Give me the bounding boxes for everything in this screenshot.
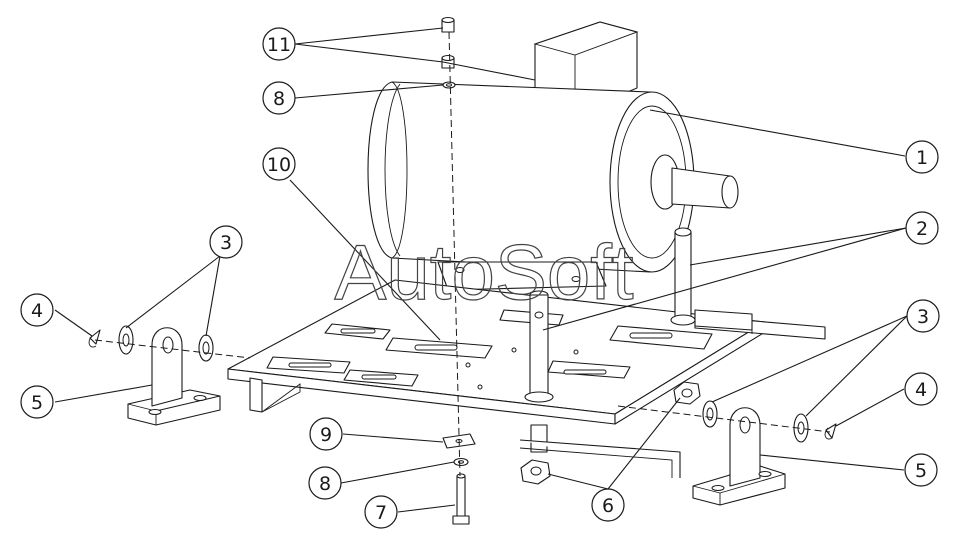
washer-left-inner (198, 334, 214, 362)
callout-5-left-label: 5 (31, 392, 43, 414)
callout-11: 11 (262, 27, 296, 61)
callout-1: 1 (905, 140, 939, 174)
callout-3-left: 3 (209, 225, 243, 259)
callout-1-label: 1 (916, 147, 928, 169)
cotter-pin-left (88, 329, 101, 348)
callout-11-label: 11 (267, 34, 291, 56)
base-plate (227, 279, 766, 425)
callout-5-right: 5 (904, 453, 938, 487)
callout-4-left: 4 (20, 293, 54, 327)
callout-4-right-label: 4 (915, 379, 927, 401)
callout-8-top: 8 (262, 81, 296, 115)
callout-8-bottom-label: 8 (319, 473, 331, 495)
centerline-right-pin (617, 405, 831, 433)
callout-3-right-label: 3 (917, 306, 929, 328)
callout-5-left: 5 (20, 385, 54, 419)
pivot-rod-right (670, 227, 696, 326)
callout-10-label: 10 (267, 154, 291, 176)
callout-8-bottom: 8 (308, 466, 342, 500)
bent-rod (519, 439, 681, 478)
leader-lines (54, 27, 908, 513)
callout-4-left-label: 4 (31, 300, 43, 322)
bottom-bolt (452, 473, 470, 525)
motor-shaft (671, 167, 731, 209)
centerline-vertical (448, 31, 461, 477)
slot-plate (547, 360, 631, 379)
callout-2-label: 2 (916, 218, 928, 240)
bracket-right (692, 407, 786, 506)
callout-5-right-label: 5 (915, 460, 927, 482)
bottom-spring-washer (453, 457, 469, 467)
cotter-pin-right (824, 423, 837, 440)
callout-7-label: 7 (375, 502, 387, 524)
nut-lower (520, 459, 551, 485)
slot-plate (324, 323, 391, 340)
top-washer (442, 81, 456, 89)
watermark: AutoSoft (334, 228, 634, 316)
pivot-rod-center (524, 290, 554, 453)
callout-6-label: 6 (602, 495, 614, 517)
callout-9: 9 (309, 417, 343, 451)
slot-plate (609, 325, 713, 350)
slot-plate (343, 369, 419, 387)
callout-6: 6 (591, 488, 625, 522)
callout-2: 2 (905, 211, 939, 245)
washer-right-inner (702, 400, 718, 428)
centerline-left-pin (94, 339, 251, 359)
top-nut-upper (441, 16, 455, 33)
callout-9-label: 9 (320, 424, 332, 446)
callout-7: 7 (364, 495, 398, 529)
threaded-rod (694, 309, 826, 340)
callout-10: 10 (262, 147, 296, 181)
callout-3-right: 3 (906, 299, 940, 333)
slot-plate (266, 356, 351, 374)
slot-plate (385, 337, 493, 359)
nut-upper (673, 381, 701, 405)
washer-left-outer (118, 325, 134, 355)
motor (367, 21, 739, 291)
callout-4-right: 4 (904, 372, 938, 406)
callout-8-top-label: 8 (273, 88, 285, 110)
washer-right-outer (793, 413, 809, 443)
callout-3-left-label: 3 (220, 232, 232, 254)
bracket-left (127, 327, 221, 426)
